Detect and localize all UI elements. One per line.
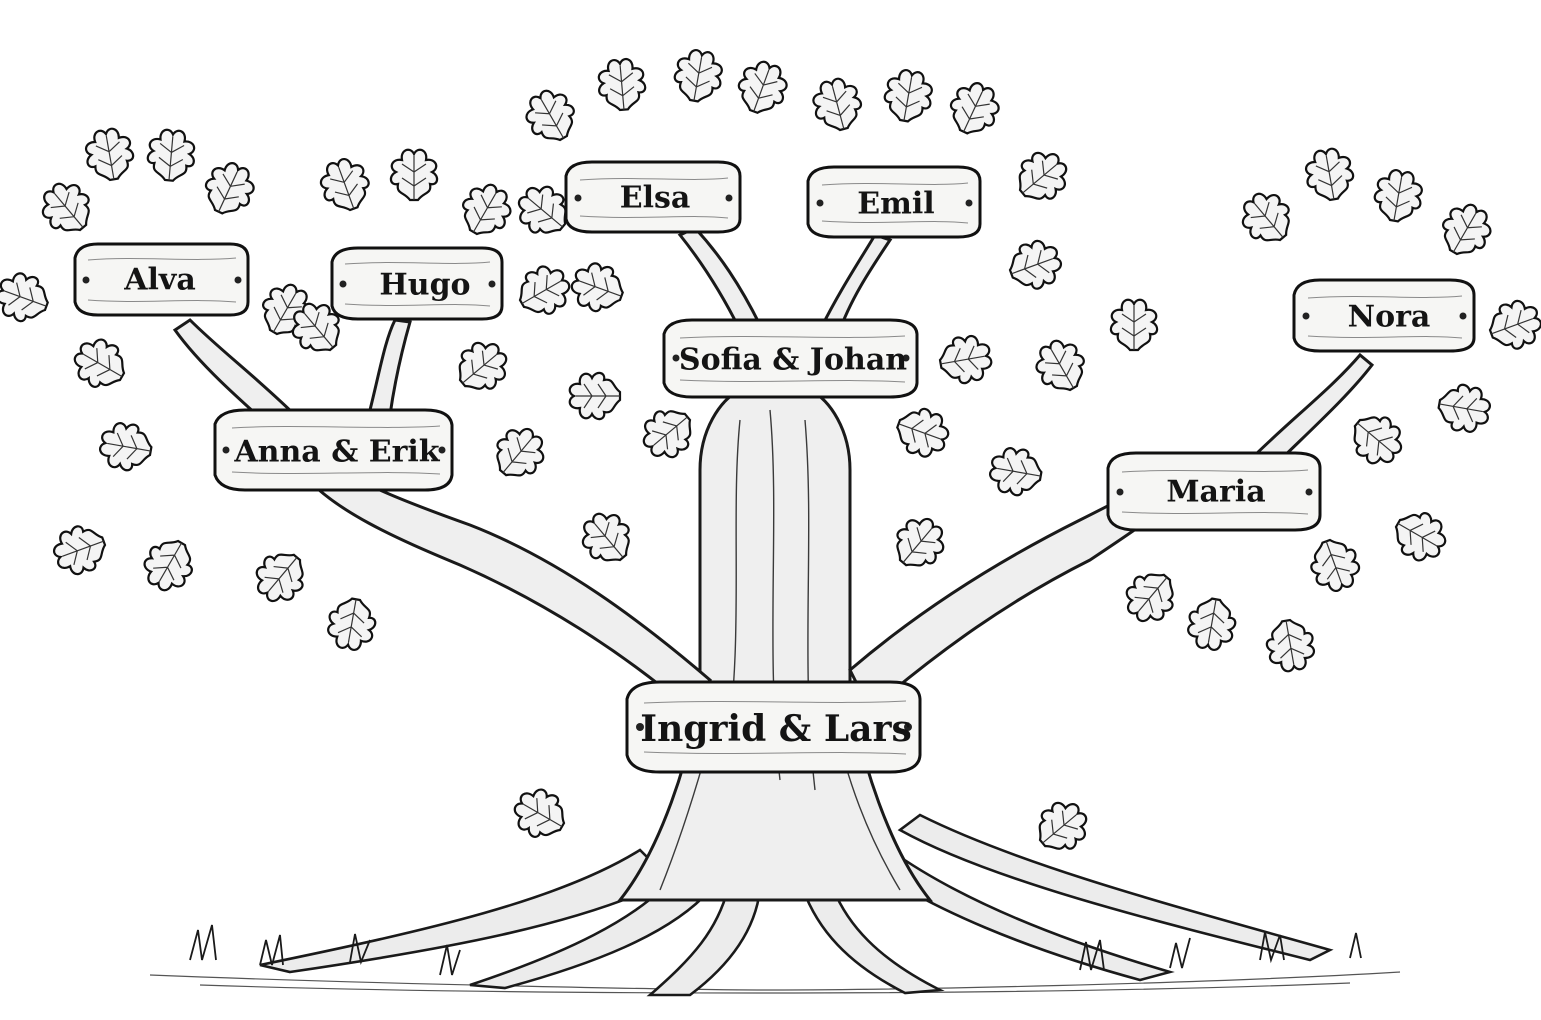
grass [189,924,1362,976]
plaque-anna-erik: Anna & Erik [213,408,454,492]
plaque-hugo: Hugo [330,246,504,321]
plaque-ingrid-lars: Ingrid & Lars [625,680,922,774]
plaque-label-nora: Nora [1348,300,1431,335]
plaque-label-ingrid-lars: Ingrid & Lars [640,708,911,750]
plaque-label-anna-erik: Anna & Erik [233,435,440,470]
plaque-label-sofia-johan: Sofia & Johan [679,343,907,378]
plaque-label-elsa: Elsa [620,181,691,216]
ground [149,971,1401,994]
plaque-nora: Nora [1292,278,1476,353]
plaque-emil: Emil [806,165,982,239]
plaque-label-hugo: Hugo [379,268,470,303]
plaque-maria: Maria [1106,451,1322,532]
plaque-label-emil: Emil [857,187,934,222]
plaque-sofia-johan: Sofia & Johan [662,318,919,399]
plaque-elsa: Elsa [564,160,742,234]
plaque-alva: Alva [73,242,250,317]
plaque-label-alva: Alva [123,263,196,298]
plaque-label-maria: Maria [1166,475,1265,510]
